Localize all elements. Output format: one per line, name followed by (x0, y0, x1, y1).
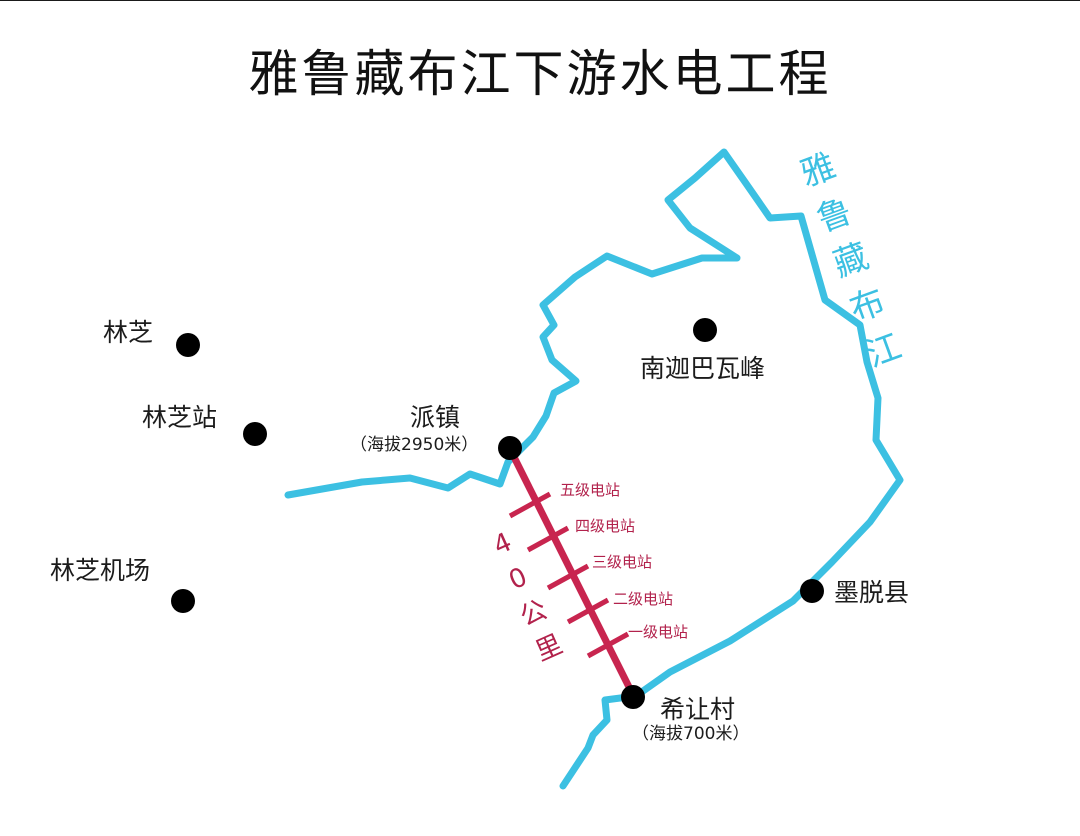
label-medog: 墨脱县 (834, 578, 910, 607)
dot-xirang (621, 685, 645, 709)
station-tick-5 (508, 491, 552, 519)
label-station-5: 五级电站 (560, 481, 621, 499)
label-xirang-elevation: （海拔700米） (632, 724, 750, 744)
label-namcha-barwa: 南迦巴瓦峰 (640, 354, 766, 383)
station-tick-2 (566, 597, 610, 625)
station-tick-1 (586, 631, 630, 659)
dot-linzhi (176, 333, 200, 357)
label-pai-town-elevation: （海拔2950米） (350, 435, 479, 455)
label-pai-town: 派镇 (410, 403, 461, 432)
label-linzhi-airport: 林芝机场 (50, 556, 151, 585)
label-station-4: 四级电站 (575, 517, 636, 535)
river-path (284, 148, 904, 790)
station-tick-4 (526, 525, 570, 553)
dot-namcha-barwa (693, 318, 717, 342)
top-border (0, 0, 1080, 1)
dot-pai-town (498, 436, 522, 460)
dot-linzhi-airport (171, 589, 195, 613)
label-station-2: 二级电站 (613, 590, 674, 608)
station-tick-3 (546, 563, 590, 591)
label-station-3: 三级电站 (592, 553, 653, 571)
map-title: 雅鲁藏布江下游水电工程 (248, 45, 832, 103)
label-station-1: 一级电站 (628, 623, 689, 641)
dot-medog (800, 579, 824, 603)
label-linzhi-station: 林芝站 (142, 403, 218, 432)
label-linzhi: 林芝 (103, 318, 154, 347)
label-xirang: 希让村 (660, 695, 736, 724)
dot-linzhi-station (243, 422, 267, 446)
